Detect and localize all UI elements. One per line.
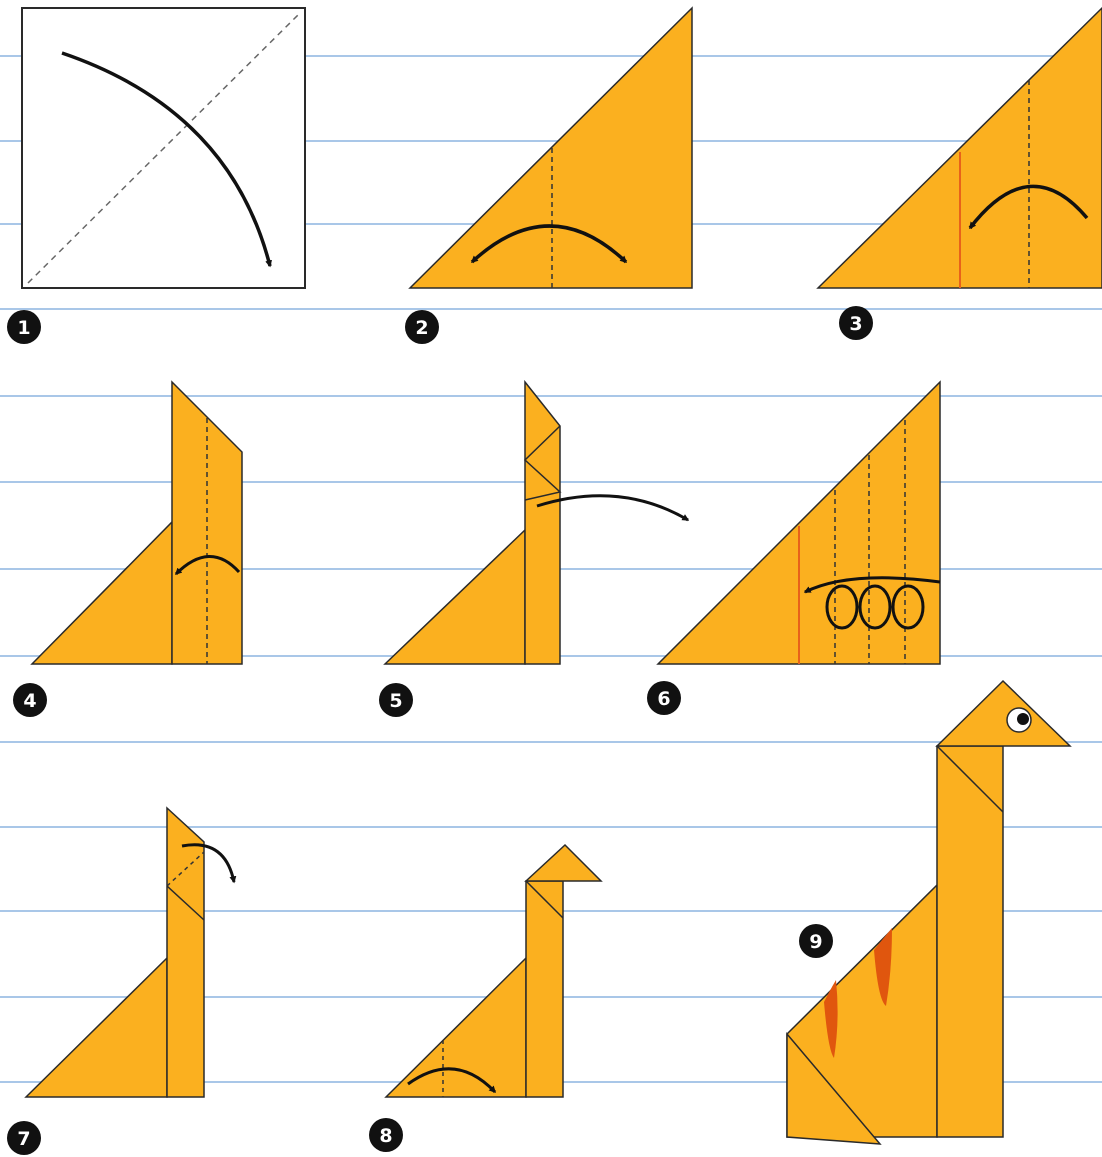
paper-triangle: [32, 522, 172, 664]
step-9-diagram: [787, 681, 1070, 1144]
step-badge-3: 3: [839, 306, 873, 340]
paper-strip: [525, 382, 560, 664]
paper-strip: [167, 808, 204, 1097]
paper-triangle: [410, 8, 692, 288]
step-number: 4: [23, 690, 36, 712]
step-4-diagram: [32, 382, 242, 664]
paper-strip: [172, 382, 242, 664]
step-number: 7: [17, 1128, 30, 1150]
step-badge-8: 8: [369, 1118, 403, 1152]
step-badge-9: 9: [799, 924, 833, 958]
step-6-diagram: [658, 382, 940, 664]
step-badge-4: 4: [13, 683, 47, 717]
head-flap: [526, 845, 601, 881]
step-5-diagram: [385, 382, 688, 664]
step-badge-2: 2: [405, 310, 439, 344]
step-badge-1: 1: [7, 310, 41, 344]
step-number: 8: [379, 1125, 392, 1147]
step-3-diagram: [818, 8, 1102, 288]
step-7-diagram: [26, 808, 234, 1097]
paper-triangle: [26, 958, 167, 1097]
eye-icon: [1007, 708, 1031, 732]
step-badge-5: 5: [379, 683, 413, 717]
step-2-diagram: [410, 8, 692, 288]
step-8-diagram: [386, 845, 601, 1097]
step-badge-7: 7: [7, 1121, 41, 1155]
step-number: 3: [849, 313, 862, 335]
step-badge-6: 6: [647, 681, 681, 715]
neck: [937, 746, 1003, 1137]
step-number: 1: [17, 317, 30, 339]
step-number: 6: [657, 688, 670, 710]
step-number: 9: [809, 931, 822, 953]
step-1-diagram: [22, 8, 305, 288]
paper-triangle: [385, 530, 525, 664]
head: [937, 681, 1070, 746]
step-number: 2: [415, 317, 428, 339]
paper-triangle: [386, 958, 526, 1097]
step-number: 5: [389, 690, 402, 712]
